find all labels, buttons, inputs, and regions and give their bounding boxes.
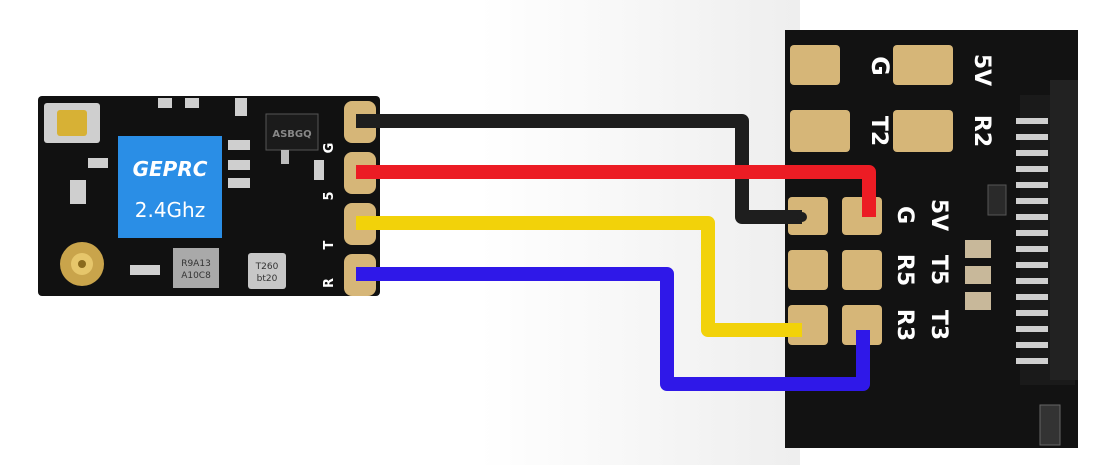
fc-pad-t3 <box>842 305 882 345</box>
fc-label-t2: T2 <box>866 116 891 146</box>
fc-label-r3: R3 <box>892 309 917 341</box>
fc-label-g: G <box>892 206 917 224</box>
fc-label-5v: 5V <box>926 199 951 231</box>
receiver-label-r: R <box>322 278 337 288</box>
receiver-chip <box>173 248 219 288</box>
receiver-board: ASBGQ GEPRC 2.4Ghz R9A13 A10C8 T260 bt20… <box>38 96 380 296</box>
wire-power <box>356 165 876 217</box>
receiver-ic-text: ASBGQ <box>272 129 311 140</box>
fc-pad-r2 <box>893 110 953 152</box>
band-text: 2.4Ghz <box>135 198 205 222</box>
fc-pad-top-5v <box>893 45 953 85</box>
receiver-chip-text-1: R9A13 <box>181 259 211 269</box>
crystal-text-1: T260 <box>255 262 279 272</box>
fc-label-top-5v: 5V <box>969 54 994 86</box>
receiver-label-5: 5 <box>322 191 337 200</box>
solder-ground-fc <box>797 212 807 222</box>
fc-components <box>965 184 1061 446</box>
receiver-chip-text-2: A10C8 <box>181 271 211 281</box>
fc-label-t5: T5 <box>926 255 951 285</box>
fc-side-connector <box>1016 118 1048 364</box>
fc-label-t3: T3 <box>926 310 951 340</box>
fc-pad-g <box>788 197 828 235</box>
fc-label-top-g: G <box>866 56 894 76</box>
fc-pad-top-g <box>790 45 840 85</box>
receiver-ic <box>265 113 319 151</box>
crystal <box>248 253 286 289</box>
brand-text: GEPRC <box>133 157 208 181</box>
crystal-text-2: bt20 <box>257 274 278 284</box>
receiver-label-g: G <box>322 143 337 154</box>
fc-pad-t2 <box>790 110 850 152</box>
brand-label-box <box>118 136 222 238</box>
fc-label-r2: R2 <box>969 115 994 147</box>
fc-label-r5: R5 <box>892 254 917 286</box>
receiver-label-t: T <box>322 240 337 249</box>
receiver-smd-parts <box>70 98 324 275</box>
background-gradient <box>480 0 800 465</box>
wire-tx <box>356 216 802 337</box>
wire-rx <box>356 267 870 391</box>
fc-pad-r5 <box>788 250 828 290</box>
fc-pad-t5 <box>842 250 882 290</box>
